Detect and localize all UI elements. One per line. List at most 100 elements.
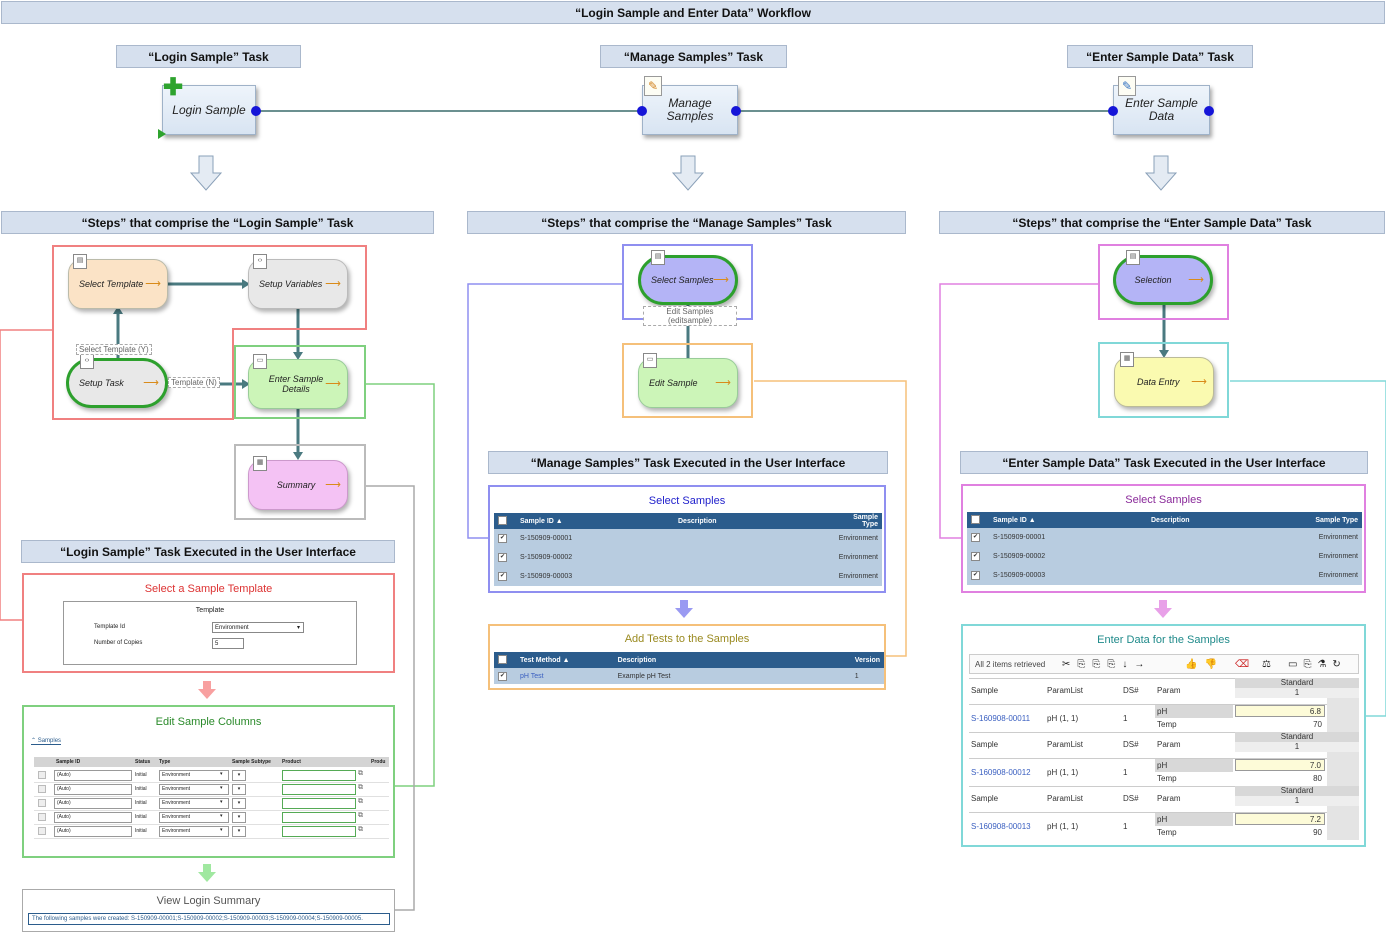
grid-divider (969, 704, 1359, 705)
type-select[interactable]: Environment (159, 770, 229, 781)
column-header[interactable]: Description (617, 656, 657, 664)
row-checkbox[interactable]: ✔ (971, 571, 980, 580)
sample-id-link[interactable]: S-160908-00013 (971, 822, 1031, 831)
workflow-title: “Login Sample and Enter Data” Workflow (1, 1, 1385, 24)
row-checkbox[interactable] (38, 813, 46, 821)
temp-value-cell[interactable]: 70 (1313, 720, 1322, 729)
subtype-select[interactable]: ▾ (232, 784, 246, 795)
row-checkbox[interactable]: ✔ (971, 552, 980, 561)
frame-edge (232, 328, 367, 330)
row-checkbox[interactable]: ✔ (498, 553, 507, 562)
row-checkbox[interactable] (38, 771, 46, 779)
column-header[interactable]: Sample Type (1315, 516, 1358, 524)
sample-type-cell: Environment (1318, 534, 1358, 541)
column-header[interactable]: Sample Type (853, 514, 878, 528)
column-header[interactable]: Description (678, 517, 717, 525)
external-link-icon[interactable]: ⧉ (358, 812, 363, 819)
toolbar-icons-thumbs[interactable]: 👍👎 (1185, 659, 1224, 670)
row-checkbox[interactable] (38, 827, 46, 835)
product-input[interactable] (282, 770, 356, 781)
column-header[interactable]: Sample ID ▲ (993, 516, 1036, 524)
copies-input[interactable]: 5 (212, 638, 244, 649)
type-select[interactable]: Environment (159, 826, 229, 837)
clear-icon[interactable]: ⌫ (1235, 659, 1250, 670)
sample-id-link[interactable]: S-160908-00011 (971, 714, 1031, 723)
sample-type-cell: Environment (838, 554, 878, 561)
select-all-checkbox[interactable] (498, 654, 507, 664)
checkbox-cell[interactable]: ✔ (494, 548, 516, 567)
subtype-select[interactable]: ▾ (232, 812, 246, 823)
product-input[interactable] (282, 826, 356, 837)
paramlist-label: ParamList (1047, 794, 1084, 803)
column-header[interactable]: Sample ID ▲ (520, 517, 563, 525)
param-label: Param (1157, 740, 1181, 749)
external-link-icon[interactable]: ⧉ (358, 798, 363, 805)
checkbox-cell[interactable]: ✔ (967, 547, 989, 566)
product-input[interactable] (282, 784, 356, 795)
subtype-select[interactable]: ▾ (232, 826, 246, 837)
select-all-checkbox[interactable] (498, 515, 507, 525)
row-checkbox[interactable] (38, 785, 46, 793)
sample-label: Sample (971, 740, 999, 749)
checkbox-cell[interactable]: ✔ (967, 566, 989, 585)
selection-frame (1098, 244, 1229, 320)
subtype-select[interactable]: ▾ (232, 770, 246, 781)
table-row[interactable]: ✔ pH Test Example pH Test 1 (494, 668, 884, 684)
ph-value-input[interactable]: 7.0 (1235, 759, 1325, 771)
subtype-select[interactable]: ▾ (232, 798, 246, 809)
product-input[interactable] (282, 798, 356, 809)
external-link-icon[interactable]: ⧉ (358, 770, 363, 777)
steps-header-manage: “Steps” that comprise the “Manage Sample… (467, 211, 906, 234)
type-select[interactable]: Environment (159, 812, 229, 823)
ph-value-input[interactable]: 7.2 (1235, 813, 1325, 825)
row-checkbox[interactable] (38, 799, 46, 807)
toolbar-icons-right[interactable]: ▭⎘⚗↻ (1288, 659, 1347, 670)
scale-icon[interactable]: ⚖ (1262, 659, 1271, 670)
checkbox-cell[interactable]: ✔ (494, 529, 516, 548)
down-arrow-icon (1154, 600, 1172, 618)
samples-tab[interactable]: ⌃ Samples (31, 738, 62, 745)
type-select[interactable]: Environment (159, 784, 229, 795)
row-checkbox[interactable]: ✔ (498, 534, 507, 543)
step-enter-sample-details[interactable]: Enter Sample Details⟶ (248, 359, 348, 409)
toolbar-icons[interactable]: ✂⎘⎘⎘↓→ (1062, 659, 1152, 670)
template-id-select[interactable]: Environment ▾ (212, 622, 304, 633)
external-link-icon[interactable]: ⧉ (358, 826, 363, 833)
task-box-login-sample[interactable]: Login Sample (162, 85, 256, 135)
row-checkbox[interactable]: ✔ (498, 572, 507, 581)
select-all-checkbox[interactable] (971, 514, 980, 524)
checkbox-cell[interactable]: ✔ (494, 567, 516, 586)
checkbox-cell[interactable]: ✔ (967, 528, 989, 547)
row-checkbox[interactable]: ✔ (971, 533, 980, 542)
frame-edge (365, 245, 367, 330)
sample-id-input[interactable]: (Auto) (54, 784, 132, 795)
description-cell (674, 567, 832, 586)
column-header[interactable]: Test Method ▲ (519, 656, 570, 664)
external-link-icon[interactable]: ⧉ (358, 784, 363, 791)
column-header[interactable]: Description (1151, 516, 1190, 524)
edit-document-icon: ✎ (644, 76, 662, 96)
temp-value-cell[interactable]: 90 (1313, 828, 1322, 837)
column-header[interactable]: Version (854, 656, 880, 664)
test-method-link[interactable]: pH Test (519, 672, 544, 680)
row-checkbox[interactable]: ✔ (498, 671, 507, 681)
grid-icon: ▦ (1120, 352, 1134, 367)
output-port-icon (1204, 106, 1214, 116)
sample-id-input[interactable]: (Auto) (54, 798, 132, 809)
description-cell (674, 529, 832, 548)
product-input[interactable] (282, 812, 356, 823)
type-select[interactable]: Environment (159, 798, 229, 809)
sample-id-input[interactable]: (Auto) (54, 826, 132, 837)
sample-id-link[interactable]: S-160908-00012 (971, 768, 1031, 777)
sample-id-input[interactable]: (Auto) (54, 770, 132, 781)
ph-value-input[interactable]: 6.8 (1235, 705, 1325, 717)
sample-id-input[interactable]: (Auto) (54, 812, 132, 823)
temp-value-cell[interactable]: 80 (1313, 774, 1322, 783)
